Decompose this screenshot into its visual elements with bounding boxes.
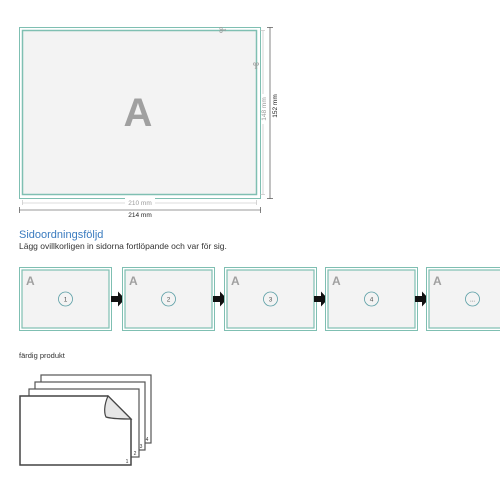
scissors-icon: [252, 62, 260, 70]
inner-width-dimension: 210 mm: [22, 198, 257, 207]
page-thumbnail: A ...: [426, 267, 500, 331]
page-order-description: Lägg ovillkorligen in sidorna fortlöpand…: [19, 241, 227, 251]
page-number: ...: [470, 298, 475, 304]
page-number-circle: [364, 291, 379, 307]
final-product-stack: 4 3 2 1: [19, 374, 152, 466]
page-thumbnail: A 3: [224, 267, 317, 331]
page-order-title: Sidoordningsföljd: [19, 229, 104, 241]
sheet-letter: A: [124, 91, 153, 135]
inner-height-label: 148 mm: [261, 97, 268, 120]
page-thumbnail: A 2: [122, 267, 215, 331]
arrow-right-icon: [213, 291, 227, 307]
page-number-circle: [263, 291, 278, 307]
page-letter: A: [231, 274, 240, 288]
page-letter: A: [26, 274, 35, 288]
inner-width-label: 210 mm: [128, 200, 151, 207]
final-product-label: färdig produkt: [19, 351, 65, 360]
page-order-sequence: A 1 A 2 A 3 A 4 A ...: [19, 267, 500, 331]
page-thumbnail: A 4: [325, 267, 418, 331]
page-number: 4: [370, 297, 374, 304]
outer-width-label: 214 mm: [128, 212, 151, 219]
page-letter: A: [129, 274, 138, 288]
outer-height-label: 152 mm: [272, 94, 279, 117]
arrow-right-icon: [415, 291, 429, 307]
page-letter: A: [332, 274, 341, 288]
page-number-circle: [58, 291, 73, 307]
stack-number: 3: [140, 444, 143, 450]
scissors-icon: [219, 26, 227, 34]
page-letter: A: [433, 274, 442, 288]
page-curl-icon: [104, 394, 133, 420]
stack-number: 4: [146, 437, 149, 443]
page-number-circle: [161, 291, 176, 307]
arrow-right-icon: [314, 291, 328, 307]
page-number: 3: [269, 297, 273, 304]
outer-width-dimension: 214 mm: [19, 207, 261, 219]
page-number: 2: [167, 297, 171, 304]
arrow-right-icon: [111, 291, 125, 307]
page-number: 1: [64, 297, 68, 304]
stack-number: 2: [134, 451, 137, 457]
outer-height-dimension: 152 mm: [267, 27, 279, 199]
main-sheet-diagram: A 210 mm 214 mm 148 mm: [19, 26, 279, 219]
page-thumbnail: A 1: [19, 267, 112, 331]
stack-number: 1: [126, 459, 129, 465]
front-sheet: [19, 395, 132, 466]
sheet-trim-area: [21, 29, 258, 196]
inner-height-dimension: 148 mm: [260, 30, 268, 195]
page-number-circle: [465, 291, 480, 307]
